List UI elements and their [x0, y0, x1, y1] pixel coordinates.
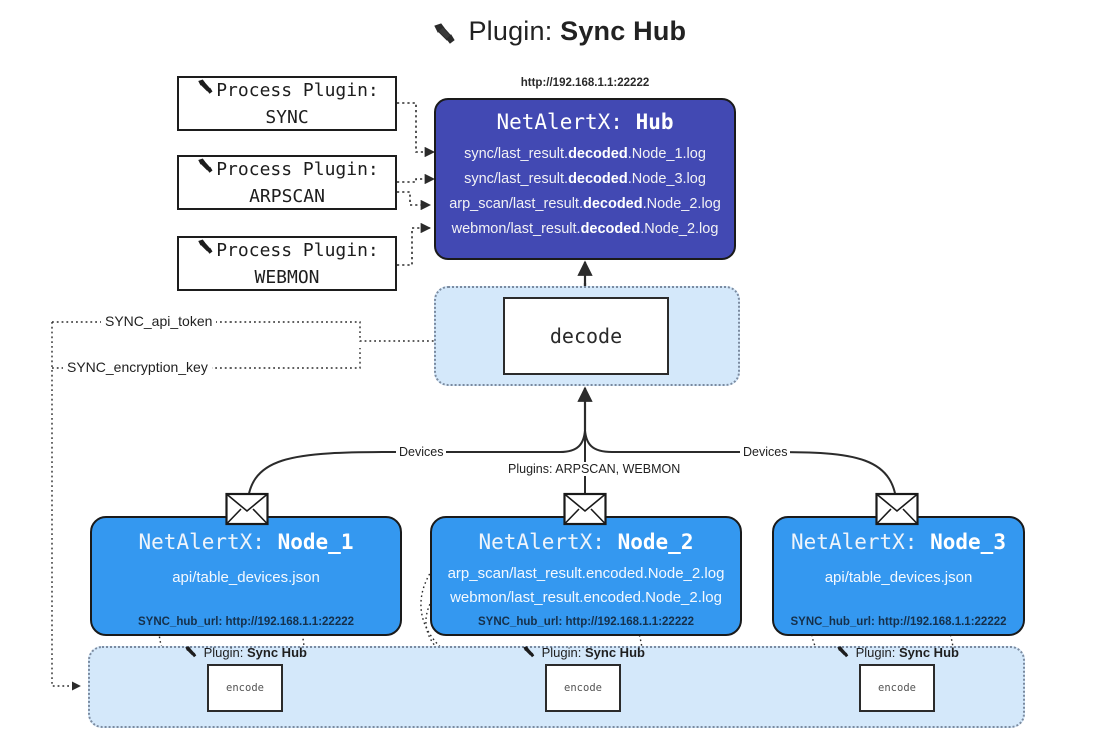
log-mid: decoded: [568, 146, 628, 162]
node-line: arp_scan/last_result.encoded.Node_2.log: [447, 565, 725, 582]
process-plugin-value: WEBMON: [254, 266, 320, 288]
encode-box-node-2[interactable]: encode: [545, 664, 621, 712]
envelope-icon-node-1[interactable]: [225, 492, 269, 531]
hub-title: NetAlertX: Hub: [496, 110, 673, 134]
process-plugin-value: SYNC: [265, 106, 309, 128]
decode-box[interactable]: decode: [503, 297, 669, 375]
plug-icon: [195, 156, 215, 183]
log-pre: sync/last_result.: [464, 146, 569, 162]
node-title-name: Node_3: [930, 530, 1006, 554]
log-pre: sync/last_result.: [464, 170, 569, 187]
encode-caption-node-2: Plugin: Sync Hub: [521, 645, 645, 662]
process-plugin-arpscan-box[interactable]: Process Plugin: ARPSCAN: [177, 155, 397, 210]
log-mid: decoded: [582, 195, 643, 212]
log-post: .Node_3.log: [627, 170, 706, 187]
node-footer: SYNC_hub_url: http://192.168.1.1:22222: [790, 616, 1007, 628]
process-plugin-label: Process Plugin:: [216, 158, 379, 180]
node-line: api/table_devices.json: [172, 569, 320, 586]
sync-encryption-key-label: SYNC_encryption_key: [63, 359, 212, 375]
encode-box-node-3[interactable]: encode: [859, 664, 935, 712]
hub-log-line: arp_scan/last_result.decoded.Node_2.log: [449, 192, 721, 217]
hub-log-line: sync/last_result.decoded.Node_3.log: [464, 167, 706, 192]
node-2-box[interactable]: NetAlertX: Node_2 arp_scan/last_result.e…: [430, 516, 742, 636]
node-1-box[interactable]: NetAlertX: Node_1 api/table_devices.json…: [90, 516, 402, 636]
caption-prefix: Plugin:: [855, 645, 896, 660]
page-title: Plugin: Sync Hub: [0, 16, 1117, 49]
hub-url-label: http://192.168.1.1:22222: [520, 77, 650, 89]
plug-icon: [195, 237, 215, 264]
plug-icon: [835, 646, 854, 662]
hub-log-line: sync/last_result.decoded.Node_1.log: [464, 142, 706, 167]
edge-label-devices-left: Devices: [396, 445, 447, 459]
node-title-name: Node_1: [277, 530, 354, 554]
plug-icon: [431, 18, 465, 48]
envelope-icon-node-3[interactable]: [875, 492, 919, 531]
node-line: webmon/last_result.encoded.Node_2.log: [450, 589, 722, 606]
caption-name: Sync Hub: [247, 645, 307, 660]
node-3-box[interactable]: NetAlertX: Node_3 api/table_devices.json…: [772, 516, 1025, 636]
edge-label-devices-right: Devices: [740, 445, 791, 459]
decode-label: decode: [549, 324, 623, 348]
caption-prefix: Plugin:: [203, 645, 244, 660]
caption-prefix: Plugin:: [541, 645, 582, 660]
process-plugin-sync-box[interactable]: Process Plugin: SYNC: [177, 76, 397, 131]
node-title-prefix: NetAlertX:: [478, 530, 605, 554]
hub-box[interactable]: NetAlertX: Hub sync/last_result.decoded.…: [434, 98, 736, 260]
encode-label: encode: [878, 682, 916, 694]
hub-log-line: webmon/last_result.decoded.Node_2.log: [452, 217, 719, 242]
hub-title-prefix: NetAlertX:: [496, 110, 623, 134]
page-title-prefix: Plugin:: [468, 16, 553, 46]
process-plugin-value: ARPSCAN: [249, 185, 325, 207]
node-title-prefix: NetAlertX:: [791, 530, 918, 554]
sync-api-token-label: SYNC_api_token: [101, 313, 217, 329]
plug-icon: [183, 646, 202, 662]
encode-caption-node-3: Plugin: Sync Hub: [835, 645, 959, 662]
node-footer: SYNC_hub_url: http://192.168.1.1:22222: [137, 616, 355, 628]
process-plugin-webmon-box[interactable]: Process Plugin: WEBMON: [177, 236, 397, 291]
caption-name: Sync Hub: [585, 645, 645, 660]
log-pre: webmon/last_result.: [451, 220, 581, 237]
encode-box-node-1[interactable]: encode: [207, 664, 283, 712]
node-title-name: Node_2: [617, 530, 694, 554]
node-title: NetAlertX: Node_2: [479, 530, 694, 554]
process-plugin-label: Process Plugin:: [216, 79, 379, 101]
envelope-icon-node-2[interactable]: [563, 492, 607, 531]
log-mid: decoded: [580, 220, 641, 237]
encode-label: encode: [564, 682, 602, 694]
log-mid: decoded: [568, 170, 628, 187]
node-title-prefix: NetAlertX:: [138, 530, 265, 554]
plug-icon: [195, 77, 215, 104]
caption-name: Sync Hub: [899, 645, 959, 660]
hub-title-name: Hub: [635, 110, 674, 134]
node-title: NetAlertX: Node_1: [139, 530, 354, 554]
node-footer: SYNC_hub_url: http://192.168.1.1:22222: [477, 616, 695, 628]
edge-label-plugins: Plugins: ARPSCAN, WEBMON: [505, 462, 684, 476]
log-post: .Node_2.log: [640, 220, 719, 237]
encode-caption-node-1: Plugin: Sync Hub: [183, 645, 307, 662]
node-line: api/table_devices.json: [824, 569, 973, 586]
process-plugin-label: Process Plugin:: [216, 239, 379, 261]
log-post: .Node_2.log: [642, 195, 721, 212]
page-title-name: Sync Hub: [560, 16, 687, 46]
log-post: .Node_1.log: [627, 146, 706, 162]
log-pre: arp_scan/last_result.: [449, 195, 583, 212]
encode-label: encode: [226, 682, 264, 694]
plug-icon: [521, 646, 540, 662]
node-title: NetAlertX: Node_3: [791, 530, 1006, 554]
